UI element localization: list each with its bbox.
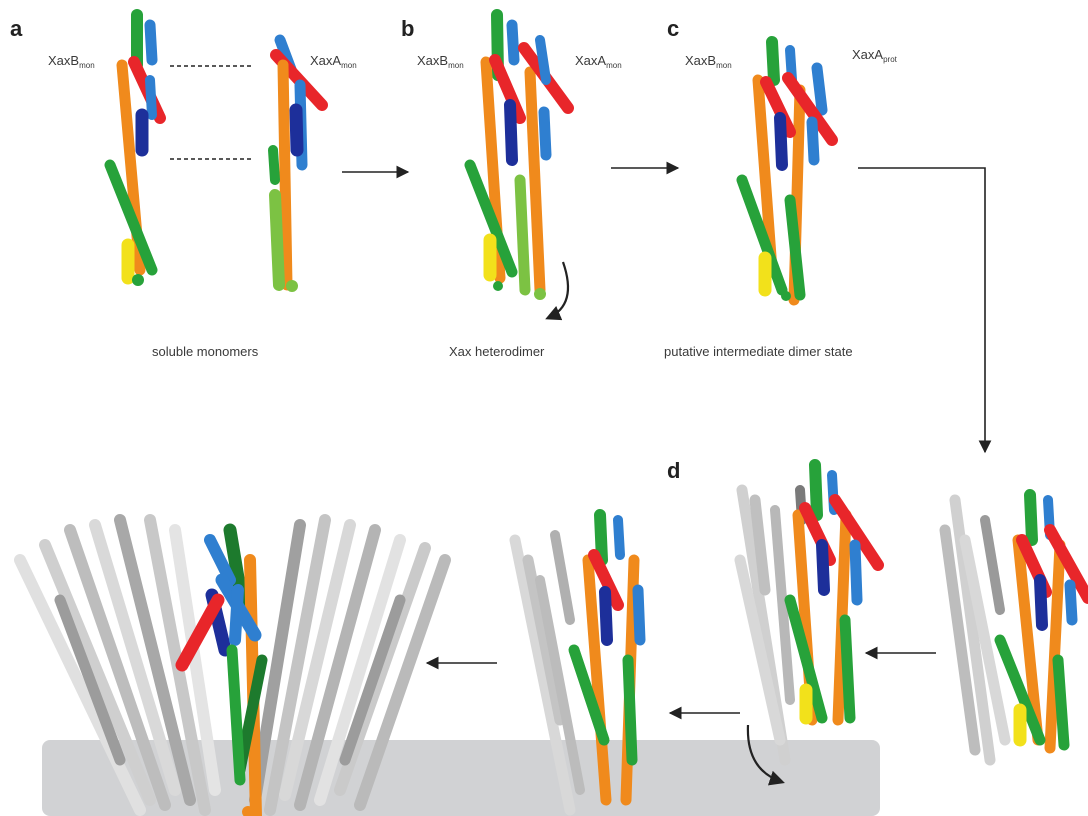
intermediate-dimer-c: [742, 42, 832, 301]
panel-letter-b: b: [401, 18, 414, 40]
label-xaxa-a: XaxAmon: [310, 54, 357, 67]
label-xaxb-b: XaxBmon: [417, 54, 464, 67]
oligomer-step-1: [945, 495, 1088, 760]
xaxb-monomer-a: [110, 15, 160, 286]
xax-heterodimer-b: [470, 15, 568, 300]
panel-letter-d: d: [667, 460, 680, 482]
arrow-c-to-d: [858, 168, 985, 452]
caption-a: soluble monomers: [152, 345, 258, 358]
caption-c: putative intermediate dimer state: [664, 345, 853, 358]
label-xaxa-b: XaxAmon: [575, 54, 622, 67]
panel-letter-a: a: [10, 18, 22, 40]
label-xaxb-a: XaxBmon: [48, 54, 95, 67]
panel-letter-c: c: [667, 18, 679, 40]
oligomer-d: [740, 465, 878, 760]
rotation-arrow-b: [548, 262, 568, 318]
label-xaxa-c: XaxAprot: [852, 48, 897, 61]
xaxa-monomer-a: [273, 40, 322, 292]
caption-b: Xax heterodimer: [449, 345, 544, 358]
label-xaxb-c: XaxBmon: [685, 54, 732, 67]
